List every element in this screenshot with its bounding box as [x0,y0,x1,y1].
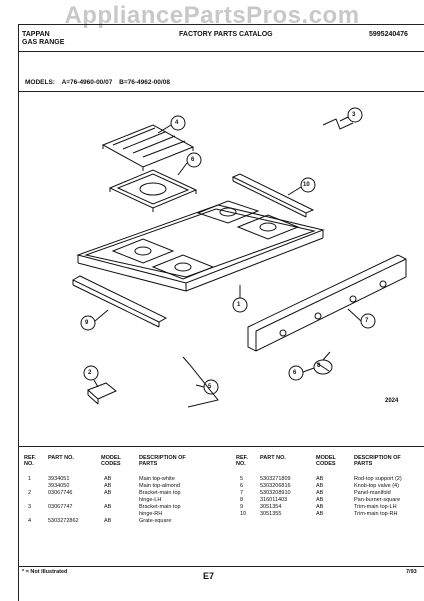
row-desc: Pan-burner-square [354,497,401,503]
row-ref: 3 [28,504,32,510]
catalog-date: 7/93 [406,569,417,575]
row-desc: Panel-manifold [354,490,391,496]
row-desc: Grate-square [139,518,172,524]
row-desc: Main top-white [139,476,175,482]
row-part: 3934050 [48,483,70,489]
callout-3: 3 [352,112,356,118]
not-illustrated-note: * = Not Illustrated [22,569,68,575]
row-codes: AB [316,490,324,496]
header-description: DESCRIPTION OF PARTS [354,455,401,468]
row-ref: 4 [28,518,32,524]
product-type: GAS RANGE [22,39,65,46]
callout-4: 4 [175,120,179,126]
catalog-sheet: TAPPAN GAS RANGE FACTORY PARTS CATALOG 5… [18,24,424,601]
model-a: A=76-4960-00/07 [61,79,113,86]
header-model-codes: MODEL CODES [101,455,121,468]
manifold-panel-drawing [247,254,407,352]
models-line: MODELS: A=76-4960-00/07 B=76-4962-00/08 [25,79,175,86]
row-codes: AB [316,497,324,503]
row-codes: AB [104,518,112,524]
callout-6-bottom: 6 [293,370,297,376]
row-part: 316011403 [260,497,288,503]
callout-6-top: 6 [191,157,195,163]
footer-rule [18,566,424,567]
callout-5: 5 [208,384,212,390]
parts-rows-left: 1 3934051 AB Main top-white 3934050 AB M… [24,476,214,556]
row-desc: hinge-RH [139,511,163,517]
row-codes: AB [104,490,112,496]
callout-2: 2 [88,370,92,376]
bracket-lh-drawing [87,382,117,405]
callout-circles [80,107,376,395]
row-desc: Trim-main top-LH [354,504,397,510]
row-ref: 5 [240,476,244,482]
row-part: 5303208910 [260,490,291,496]
parts-table-right: REF. NO. PART NO. MODEL CODES DESCRIPTIO… [236,455,424,565]
header-ref-no: REF. NO. [24,455,36,468]
knob-drawing [313,351,333,375]
row-desc: Knob-top valve (4) [354,483,399,489]
row-part: 03067746 [48,490,73,496]
support-rod-drawing [182,356,219,408]
row-ref: 7 [240,490,244,496]
trim-lh-drawing [71,275,168,328]
header-part-no: PART NO. [48,455,74,461]
row-part: 03067747 [48,504,73,510]
table-top-rule [18,446,424,447]
row-ref: 8 [240,497,244,503]
row-codes: AB [316,476,324,482]
header-model-codes: MODEL CODES [316,455,336,468]
row-desc: Main top-almond [139,483,180,489]
model-b: B=76-4962-00/08 [119,79,170,86]
trim-rh-drawing [231,173,315,218]
exploded-parts-diagram [71,107,407,408]
burner-pan-drawing [108,169,198,212]
row-part: 3051355 [260,511,282,517]
row-desc: Bracket-main top [139,504,181,510]
header-rule [19,51,424,52]
row-part: 3934051 [48,476,70,482]
row-ref: 6 [240,483,244,489]
callout-7: 7 [365,318,369,324]
row-codes: AB [316,504,324,510]
row-desc: hinge-LH [139,497,162,503]
row-ref: 1 [28,476,32,482]
brand-name: TAPPAN [22,31,50,38]
header-part-no: PART NO. [260,455,286,461]
row-codes: AB [104,476,112,482]
callout-9: 9 [85,320,89,326]
main-top-drawing [76,200,325,292]
row-ref: 9 [240,504,244,510]
header-ref-no: REF. NO. [236,455,248,468]
row-part: 5303206816 [260,483,291,489]
models-rule [19,91,424,92]
callout-1: 1 [237,302,241,308]
row-part: 3051354 [260,504,282,510]
row-codes: AB [316,511,324,517]
row-part: 5303272862 [48,518,79,524]
row-part: 5303271809 [260,476,291,482]
catalog-title: FACTORY PARTS CATALOG [179,31,273,38]
parts-table-left: REF. NO. PART NO. MODEL CODES DESCRIPTIO… [24,455,214,565]
row-desc: Trim-main top-RH [354,511,398,517]
catalog-number: 5995240476 [369,31,408,38]
bracket-rh-drawing [322,118,354,130]
grate-square-drawing [101,124,195,171]
row-desc: Bracket-main top [139,490,181,496]
row-codes: AB [104,504,112,510]
models-label: MODELS: [25,79,55,86]
row-ref: 2 [28,490,32,496]
row-ref: 10 [240,511,247,517]
parts-rows-right: 5 5303271809 AB Rod-top support (2) 6 53… [236,476,424,556]
row-desc: Rod-top support (2) [354,476,402,482]
page-code: E7 [203,571,215,581]
row-codes: AB [316,483,324,489]
callout-8: 8 [317,363,321,369]
row-codes: AB [104,483,112,489]
header-description: DESCRIPTION OF PARTS [139,455,186,468]
callout-10: 10 [303,182,310,188]
figure-code: 2024 [385,398,399,404]
